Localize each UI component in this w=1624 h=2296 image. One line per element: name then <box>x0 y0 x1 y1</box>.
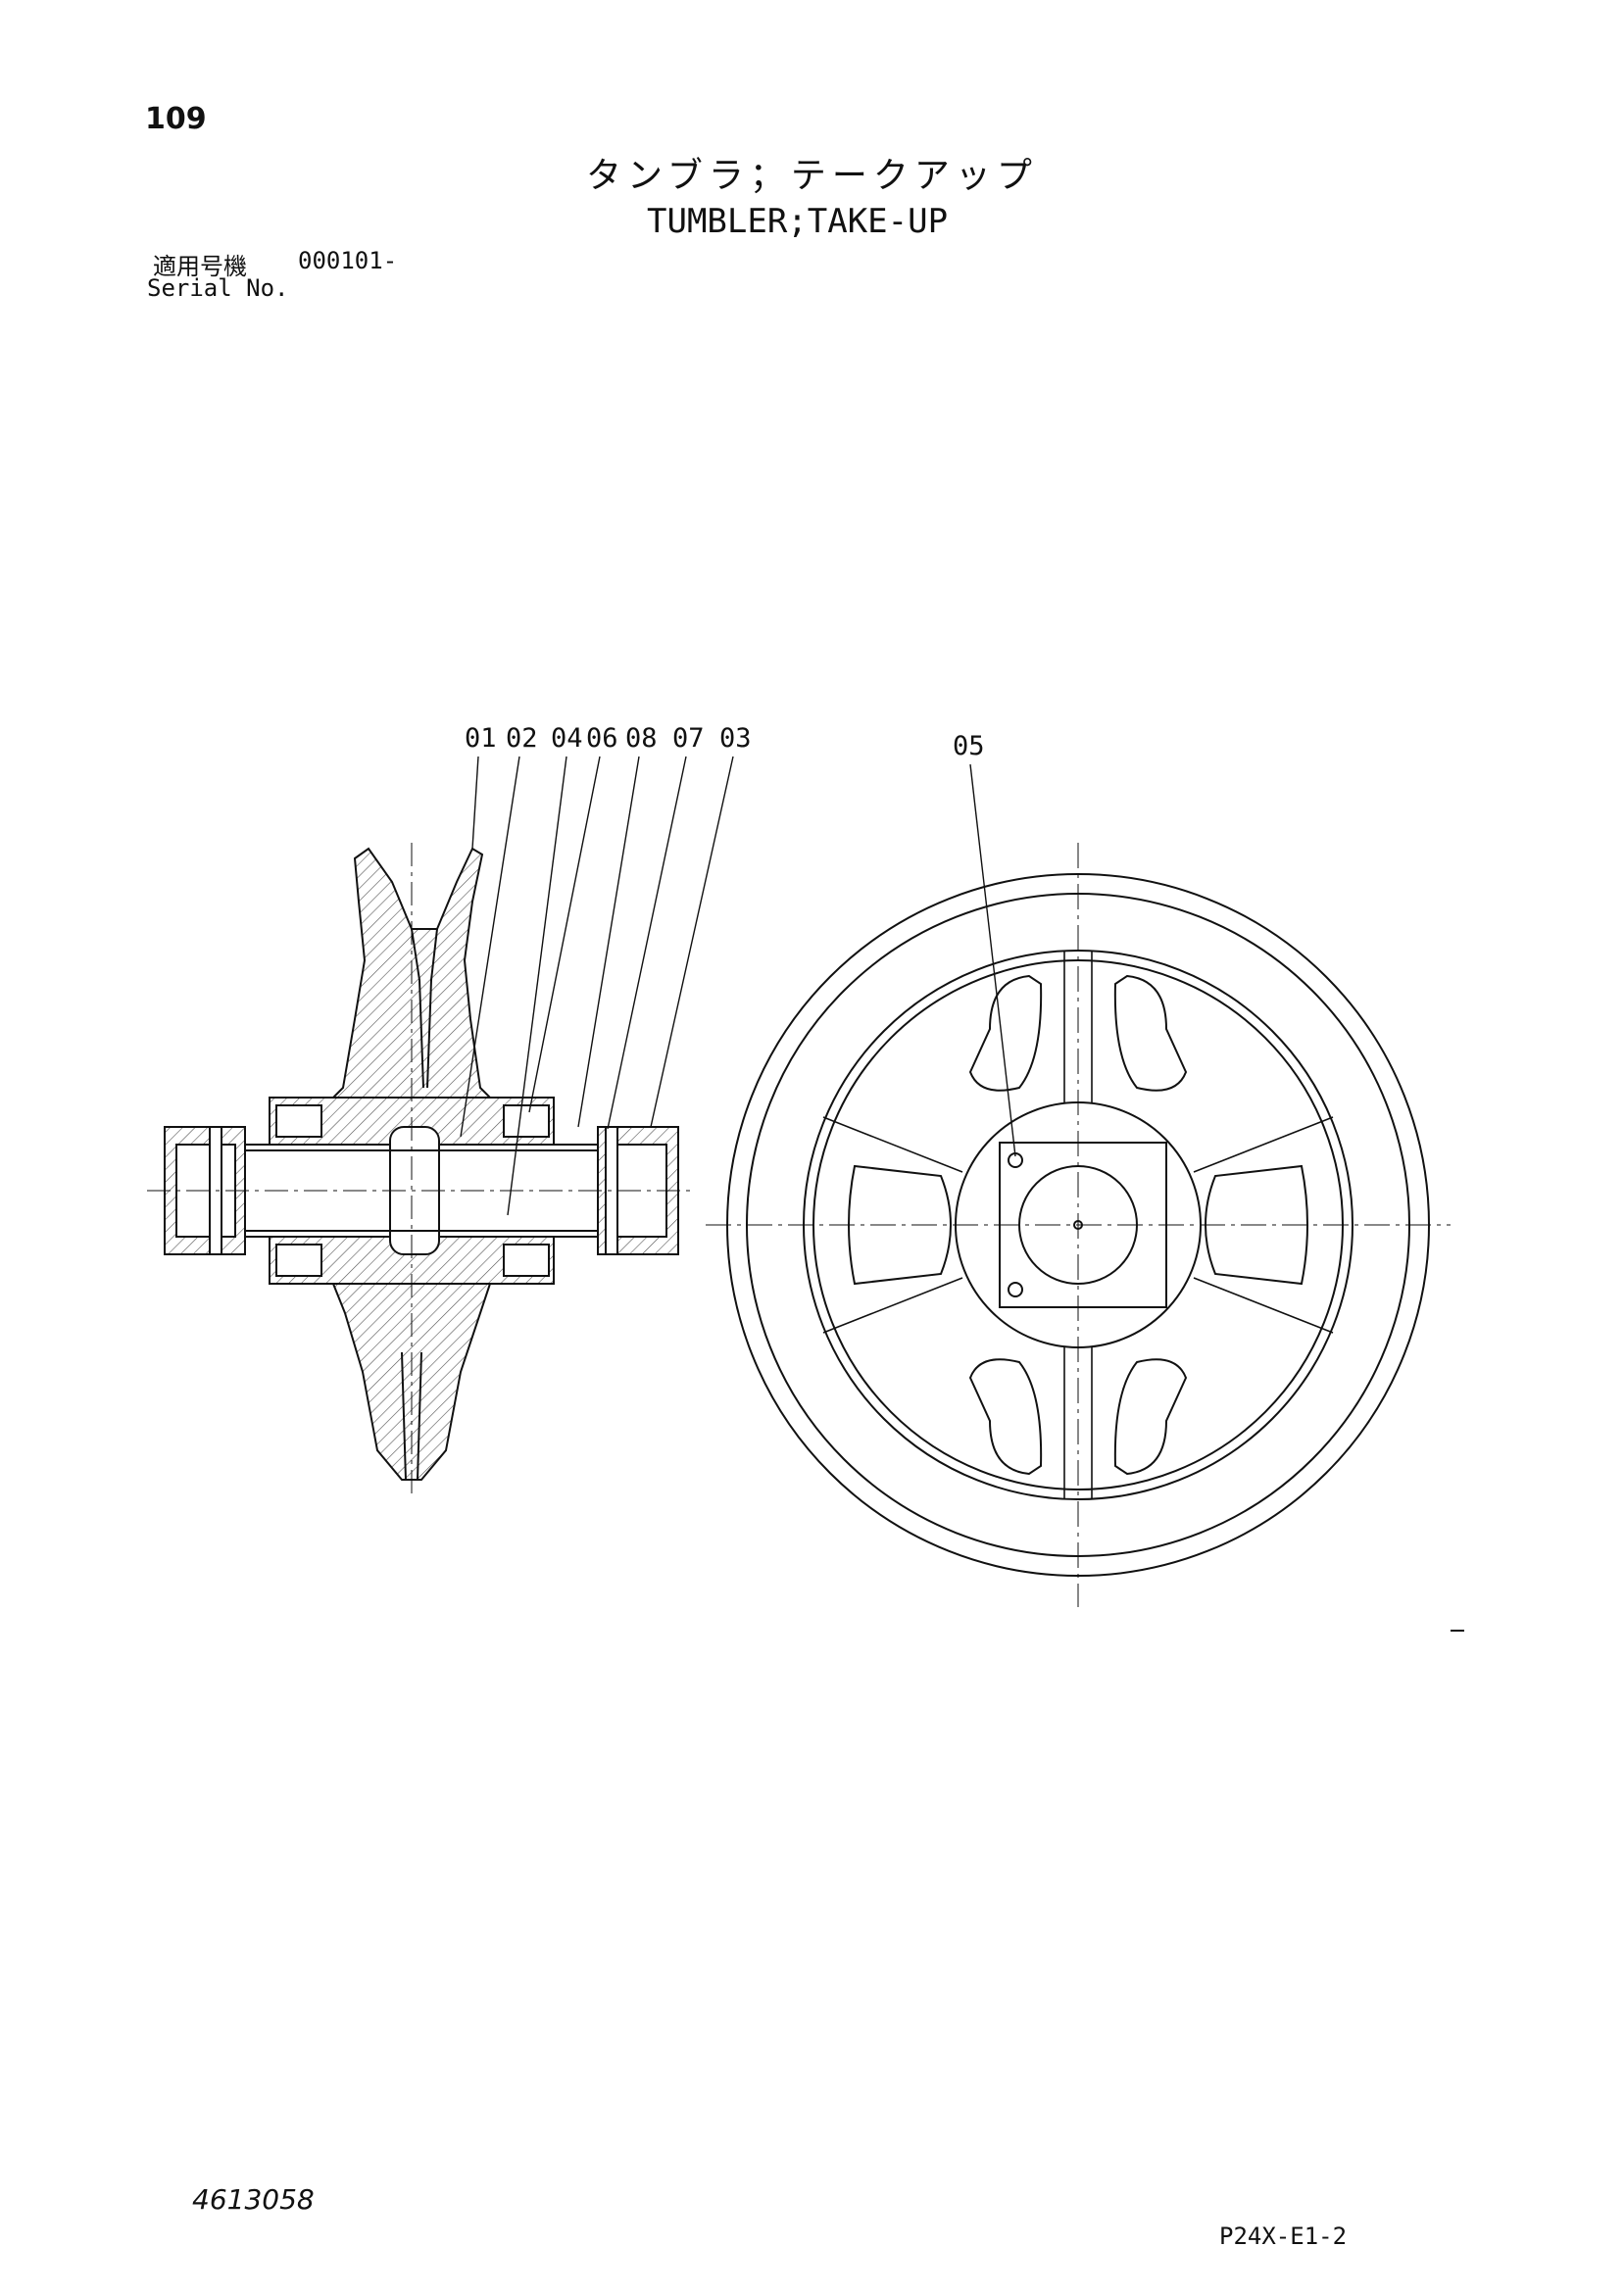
leader-04 <box>507 756 567 1216</box>
callout-02: 02 <box>506 723 538 754</box>
callout-05: 05 <box>953 731 985 761</box>
section-view <box>147 843 696 1499</box>
serial-number-range: 000101- <box>298 247 398 274</box>
callout-08: 08 <box>625 723 658 754</box>
callout-07: 07 <box>672 723 705 754</box>
serial-label-japanese: 適用号機 <box>153 253 247 280</box>
serial-label-english: Serial No. <box>147 274 289 302</box>
spoke-opening-top-left <box>968 974 1043 1092</box>
leader-01 <box>471 756 479 850</box>
callout-01: 01 <box>465 723 497 754</box>
title-japanese: タンブラ；テークアップ <box>586 156 1038 196</box>
leader-02 <box>460 756 520 1138</box>
leader-05 <box>969 763 1016 1157</box>
leader-06 <box>528 756 601 1113</box>
lower-web-lines <box>401 1351 422 1481</box>
leader-07 <box>607 756 687 1130</box>
seal-right-upper <box>503 1104 550 1138</box>
front-view <box>706 843 1451 1607</box>
spoke-opening-bottom-left <box>968 1358 1043 1476</box>
seal-left-upper <box>275 1104 322 1138</box>
spoke-opening-right <box>1205 1164 1308 1286</box>
bolt-hole-lower <box>1008 1282 1023 1297</box>
sheet-code: P24X-E1-2 <box>1219 2223 1348 2250</box>
leader-08 <box>577 756 640 1128</box>
spoke-opening-left <box>848 1164 952 1286</box>
seal-right-lower <box>503 1244 550 1277</box>
drawing-number: 4613058 <box>192 2183 315 2216</box>
callout-06: 06 <box>586 723 618 754</box>
leader-03 <box>650 756 734 1128</box>
spoke-openings <box>848 974 1308 1476</box>
spoke-ribs <box>822 951 1334 1499</box>
upper-web-lines <box>411 928 438 1089</box>
leader-lines <box>460 756 1016 1216</box>
page-number: 109 <box>145 102 207 136</box>
callout-03: 03 <box>719 723 752 754</box>
title-english: TUMBLER;TAKE-UP <box>647 202 949 241</box>
spoke-opening-bottom-right <box>1113 1358 1188 1476</box>
seal-left-lower <box>275 1244 322 1277</box>
callout-04: 04 <box>551 723 583 754</box>
spoke-opening-top-right <box>1113 974 1188 1092</box>
